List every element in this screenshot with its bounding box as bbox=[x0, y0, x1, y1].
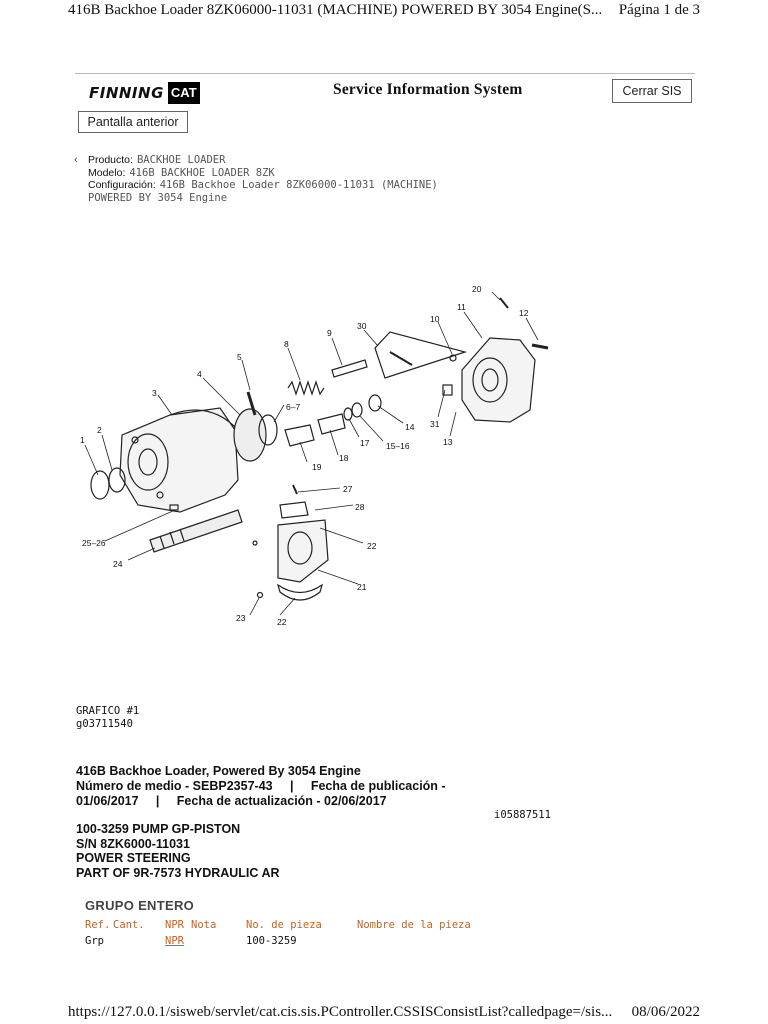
npr-link[interactable]: NPR bbox=[165, 935, 184, 947]
callout-label: 1 bbox=[80, 435, 85, 445]
seal-ring-part bbox=[90, 470, 110, 500]
tube-part bbox=[374, 331, 468, 379]
group-title: GRUPO ENTERO bbox=[85, 898, 195, 913]
document-info: 416B Backhoe Loader, Powered By 3054 Eng… bbox=[76, 764, 446, 809]
breadcrumb-model: Modelo: 416B BACKHOE LOADER 8ZK bbox=[74, 167, 438, 180]
callout-label: 2 bbox=[97, 425, 102, 435]
callout-label: 12 bbox=[519, 308, 529, 318]
close-sis-button[interactable]: Cerrar SIS bbox=[612, 79, 692, 103]
callout-label: 25–26 bbox=[82, 538, 106, 548]
figure-id: g03711540 bbox=[76, 717, 133, 730]
breadcrumb-configuration: Configuración: 416B Backhoe Loader 8ZK06… bbox=[74, 179, 438, 192]
doc-line-1: 416B Backhoe Loader, Powered By 3054 Eng… bbox=[76, 764, 361, 778]
bearing-6-7-part bbox=[258, 414, 278, 446]
callout-label: 4 bbox=[197, 369, 202, 379]
rod-part bbox=[331, 359, 368, 378]
swash-plate-part bbox=[233, 408, 267, 462]
column-header-note: Nota bbox=[191, 919, 217, 931]
logo-cat-badge: CAT bbox=[167, 82, 200, 104]
part-line-4: PART OF 9R-7573 HYDRAULIC AR bbox=[76, 865, 280, 880]
figure-caption: GRAFICO #1 g03711540 bbox=[76, 705, 139, 730]
callout-label: 22 bbox=[367, 541, 377, 551]
column-header-name: Nombre de la pieza bbox=[357, 919, 471, 931]
product-label: Producto: bbox=[88, 154, 133, 166]
previous-screen-button[interactable]: Pantalla anterior bbox=[78, 111, 188, 133]
spring-part bbox=[287, 380, 325, 396]
row-part-no: 100-3259 bbox=[246, 935, 297, 947]
callout-label: 18 bbox=[339, 453, 349, 463]
callout-label: 22 bbox=[277, 617, 287, 627]
column-header-part-no: No. de pieza bbox=[246, 919, 322, 931]
callout-label: 30 bbox=[357, 321, 367, 331]
callout-label: 28 bbox=[355, 502, 365, 512]
breadcrumb-configuration-cont: POWERED BY 3054 Engine bbox=[74, 192, 438, 205]
back-chevron-icon[interactable]: ‹ bbox=[74, 154, 78, 166]
model-label: Modelo: bbox=[88, 166, 126, 179]
finning-cat-logo: FINNING CAT bbox=[89, 80, 200, 106]
exploded-parts-diagram: 1 2 3 4 5 6–7 8 9 30 10 11 20 12 31 13 1… bbox=[80, 284, 549, 627]
pump-housing-part bbox=[119, 407, 239, 513]
document-id: i05887511 bbox=[494, 809, 551, 821]
product-value: BACKHOE LOADER bbox=[136, 154, 226, 166]
print-footer: https://127.0.0.1/sisweb/servlet/cat.cis… bbox=[68, 1004, 700, 1022]
piston-part bbox=[317, 413, 346, 435]
print-header-page: Página 1 de 3 bbox=[618, 2, 700, 18]
figure-label: GRAFICO #1 bbox=[76, 705, 140, 717]
column-header-qty: Cant. bbox=[113, 919, 145, 931]
model-value: 416B BACKHOE LOADER 8ZK bbox=[129, 166, 275, 179]
part-line-3: POWER STEERING bbox=[76, 851, 191, 865]
callout-label: 6–7 bbox=[286, 402, 300, 412]
sis-header-bar: FINNING CAT Service Information System C… bbox=[75, 73, 695, 110]
page-title: Service Information System bbox=[333, 81, 523, 98]
column-header-npr: NPR bbox=[165, 919, 184, 931]
breadcrumb: ‹ Producto: BACKHOE LOADER Modelo: 416B … bbox=[74, 154, 438, 204]
breadcrumb-product[interactable]: ‹ Producto: BACKHOE LOADER bbox=[74, 154, 438, 167]
callout-label: 21 bbox=[357, 582, 367, 592]
print-header: 416B Backhoe Loader 8ZK06000-11031 (MACH… bbox=[68, 2, 700, 20]
callout-label: 11 bbox=[457, 302, 466, 312]
callout-label: 9 bbox=[327, 328, 332, 338]
callout-label: 15–16 bbox=[386, 441, 410, 451]
callout-label: 19 bbox=[312, 462, 322, 472]
callout-label: 3 bbox=[152, 388, 157, 398]
callout-label: 31 bbox=[430, 419, 440, 429]
doc-line-3: 01/06/2017 | Fecha de actualización - 02… bbox=[76, 794, 387, 808]
row-ref: Grp bbox=[85, 935, 104, 947]
piston-part-2 bbox=[284, 424, 315, 447]
print-header-title: 416B Backhoe Loader 8ZK06000-11031 (MACH… bbox=[68, 2, 603, 18]
callout-label: 20 bbox=[472, 284, 482, 294]
part-info: 100-3259 PUMP GP-PISTON S/N 8ZK6000-1103… bbox=[76, 822, 280, 880]
callout-label: 10 bbox=[430, 314, 440, 324]
callout-label: 13 bbox=[443, 437, 453, 447]
callout-label: 14 bbox=[405, 422, 415, 432]
print-footer-url: https://127.0.0.1/sisweb/servlet/cat.cis… bbox=[68, 1004, 613, 1020]
callout-label: 5 bbox=[237, 352, 242, 362]
cradle-part bbox=[276, 501, 329, 601]
callout-label: 23 bbox=[236, 613, 246, 623]
callout-label: 24 bbox=[113, 559, 123, 569]
part-line-2: S/N 8ZK6000-11031 bbox=[76, 836, 190, 851]
configuration-value-2: POWERED BY 3054 Engine bbox=[88, 191, 228, 204]
configuration-label: Configuración: bbox=[88, 179, 156, 191]
callout-label: 8 bbox=[284, 339, 289, 349]
callout-label: 27 bbox=[343, 484, 353, 494]
print-footer-date: 08/06/2022 bbox=[631, 1004, 700, 1020]
configuration-value: 416B Backhoe Loader 8ZK06000-11031 (MACH… bbox=[159, 179, 438, 191]
column-header-ref: Ref. bbox=[85, 919, 111, 931]
bearing-part bbox=[108, 467, 126, 493]
end-cover-part bbox=[461, 337, 536, 423]
logo-finning-text: FINNING bbox=[89, 84, 164, 102]
bolt-part bbox=[246, 391, 257, 416]
callout-label: 17 bbox=[360, 438, 370, 448]
part-line-1: 100-3259 PUMP GP-PISTON bbox=[76, 822, 241, 836]
doc-line-2: Número de medio - SEBP2357-43 | Fecha de… bbox=[76, 779, 446, 793]
